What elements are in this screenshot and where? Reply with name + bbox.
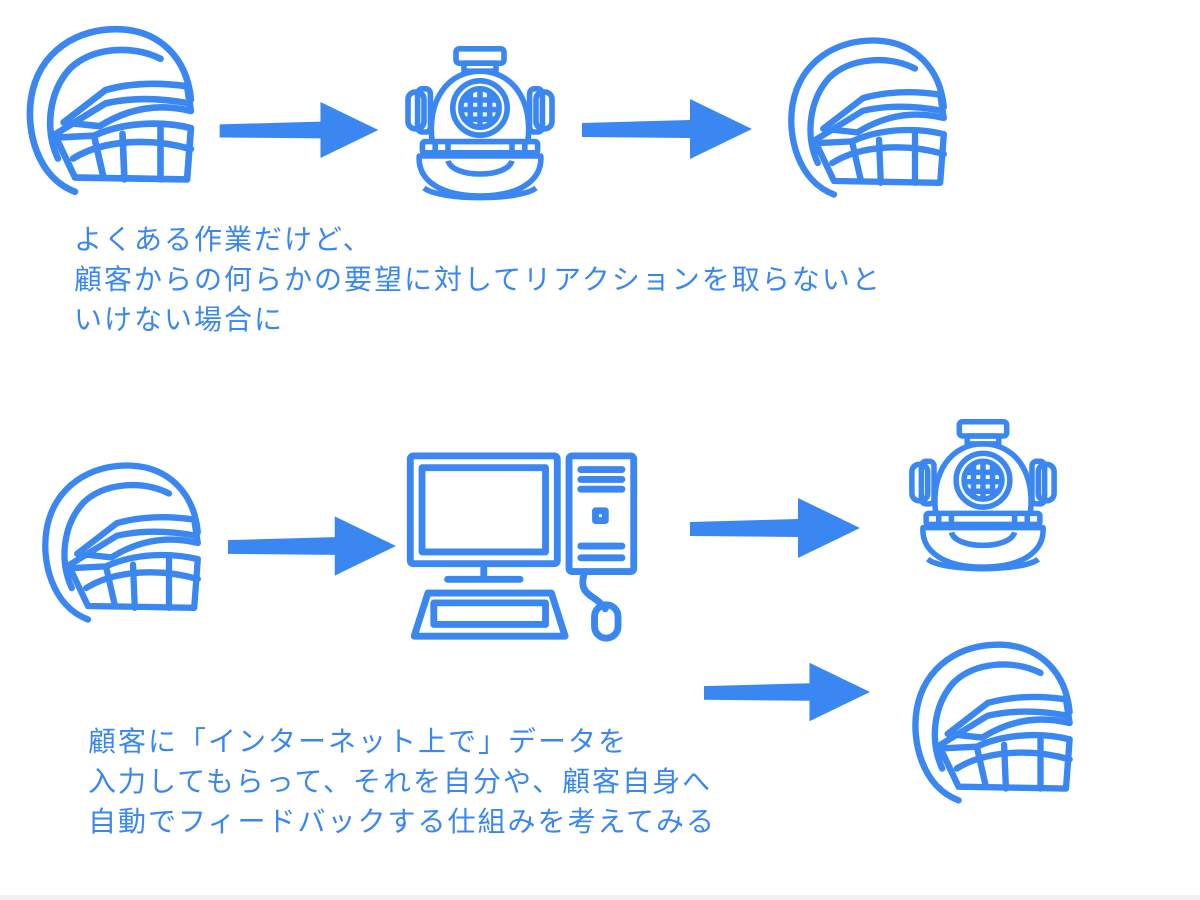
football-helmet-icon bbox=[780, 28, 960, 208]
caption-bottom-line2: 入力してもらって、それを自分や、顧客自身へ bbox=[88, 765, 713, 798]
football-helmet-icon bbox=[34, 450, 214, 636]
caption-top: よくある作業だけど、 顧客からの何らかの要望に対してリアクションを取らないと い… bbox=[74, 220, 882, 340]
arrow-right-icon bbox=[228, 516, 396, 576]
caption-top-line1: よくある作業だけど、 bbox=[74, 223, 373, 256]
caption-bottom-line1: 顧客に「インターネット上で」データを bbox=[88, 725, 629, 758]
arrow-right-icon bbox=[214, 102, 384, 158]
desktop-computer-icon bbox=[404, 450, 640, 646]
football-helmet-icon bbox=[18, 16, 208, 206]
caption-top-line3: いけない場合に bbox=[74, 303, 285, 336]
diving-helmet-icon bbox=[904, 388, 1062, 604]
arrow-right-icon bbox=[704, 662, 870, 722]
bottom-divider bbox=[0, 895, 1200, 900]
caption-bottom-line3: 自動でフィードバックする仕組みを考えてみる bbox=[88, 805, 717, 838]
arrow-right-icon bbox=[582, 98, 752, 160]
football-helmet-icon bbox=[904, 630, 1086, 816]
caption-bottom: 顧客に「インターネット上で」データを 入力してもらって、それを自分や、顧客自身へ… bbox=[88, 722, 716, 842]
arrow-right-icon bbox=[690, 498, 860, 558]
diving-helmet-icon bbox=[400, 14, 560, 234]
caption-top-line2: 顧客からの何らかの要望に対してリアクションを取らないと bbox=[74, 263, 882, 296]
